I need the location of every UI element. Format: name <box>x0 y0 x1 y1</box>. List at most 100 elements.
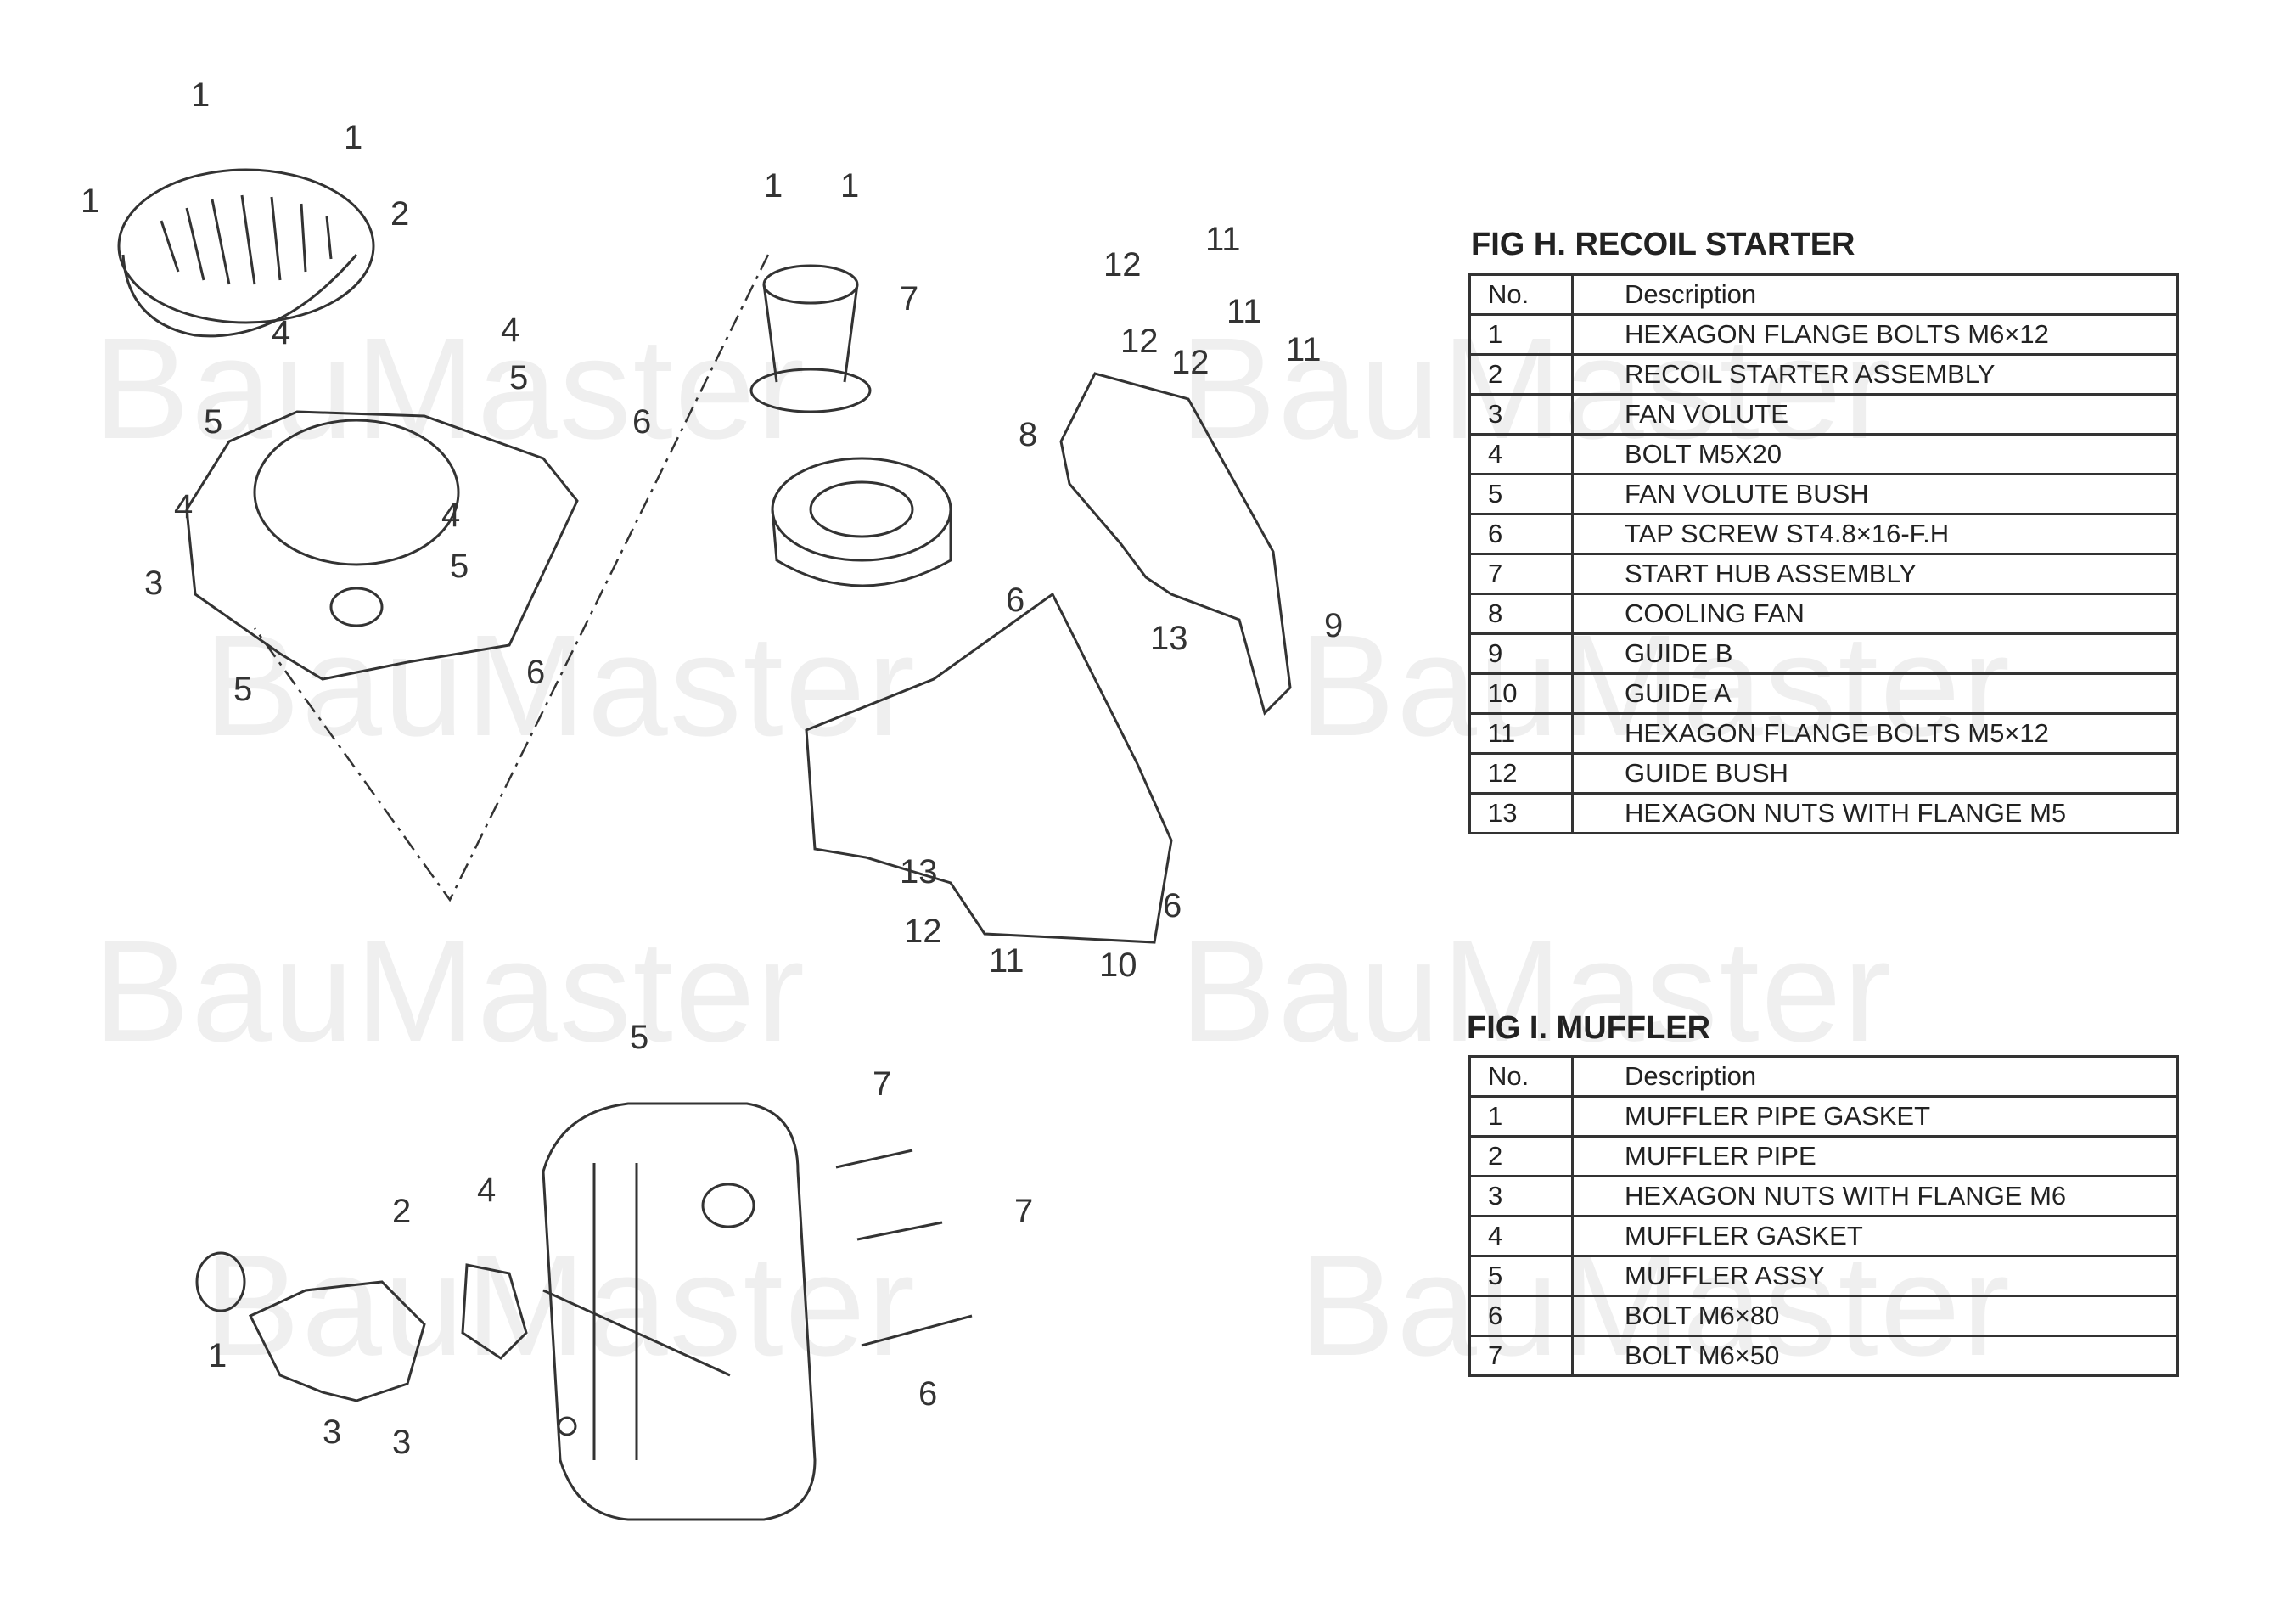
callout-label: 5 <box>204 403 222 441</box>
part-description: FAN VOLUTE <box>1571 393 2179 436</box>
part-description: MUFFLER GASKET <box>1571 1215 2179 1257</box>
part-description: HEXAGON FLANGE BOLTS M6×12 <box>1571 313 2179 356</box>
part-description: BOLT M6×50 <box>1571 1335 2179 1377</box>
callout-label: 5 <box>233 671 252 708</box>
muffler-assy <box>542 1102 817 1521</box>
part-description: MUFFLER ASSY <box>1571 1255 2179 1297</box>
callout-label: 3 <box>392 1424 411 1461</box>
guide-b <box>1059 372 1292 716</box>
callout-label: 2 <box>392 1193 411 1230</box>
callout-label: 5 <box>450 548 469 585</box>
part-number: 5 <box>1468 1255 1574 1297</box>
callout-label: 11 <box>1286 331 1322 368</box>
part-number: 3 <box>1468 1175 1574 1217</box>
header-description: Description <box>1571 1055 2179 1098</box>
callout-label: 1 <box>81 183 99 220</box>
watermark: BauMaster <box>1180 911 1894 1072</box>
callout-label: 5 <box>509 359 528 396</box>
callout-label: 4 <box>174 488 193 525</box>
callout-label: 11 <box>989 942 1024 980</box>
header-no: No. <box>1468 1055 1574 1098</box>
callout-label: 6 <box>632 403 651 441</box>
part-number: 11 <box>1468 712 1574 755</box>
callout-label: 7 <box>900 280 918 317</box>
part-description: MUFFLER PIPE GASKET <box>1571 1095 2179 1138</box>
callout-label: 1 <box>344 119 362 156</box>
part-number: 5 <box>1468 473 1574 515</box>
callout-label: 10 <box>1099 947 1137 984</box>
part-description: HEXAGON NUTS WITH FLANGE M6 <box>1571 1175 2179 1217</box>
callout-label: 13 <box>1150 620 1188 657</box>
watermark: BauMaster <box>93 911 807 1072</box>
part-description: FAN VOLUTE BUSH <box>1571 473 2179 515</box>
part-number: 4 <box>1468 433 1574 475</box>
callout-label: 6 <box>526 654 545 691</box>
fig-i-title: FIG I. MUFFLER <box>1467 1010 1711 1046</box>
part-number: 2 <box>1468 1135 1574 1177</box>
callout-label: 12 <box>1103 246 1142 284</box>
part-description: GUIDE A <box>1571 672 2179 715</box>
callout-label: 4 <box>477 1172 496 1209</box>
part-number: 9 <box>1468 632 1574 675</box>
part-description: MUFFLER PIPE <box>1571 1135 2179 1177</box>
part-number: 13 <box>1468 792 1574 834</box>
part-number: 4 <box>1468 1215 1574 1257</box>
muffler-pipe-gasket <box>195 1251 246 1312</box>
callout-label: 12 <box>904 913 942 950</box>
bolt-m6x50 <box>856 1221 943 1241</box>
callout-label: 11 <box>1205 221 1241 258</box>
callout-label: 12 <box>1171 344 1210 381</box>
recoil-starter-assembly <box>117 168 375 338</box>
muffler-pipe <box>248 1280 426 1402</box>
callout-label: 8 <box>1019 416 1037 453</box>
part-description: TAP SCREW ST4.8×16-F.H <box>1571 513 2179 555</box>
callout-label: 7 <box>873 1065 891 1103</box>
part-description: GUIDE BUSH <box>1571 752 2179 795</box>
callout-label: 11 <box>1227 293 1262 330</box>
callout-label: 4 <box>501 312 519 349</box>
part-description: BOLT M6×80 <box>1571 1295 2179 1337</box>
part-description: BOLT M5X20 <box>1571 433 2179 475</box>
header-description: Description <box>1571 273 2179 316</box>
part-number: 10 <box>1468 672 1574 715</box>
guide-a <box>805 592 1173 944</box>
callout-label: 1 <box>208 1337 227 1374</box>
part-number: 3 <box>1468 393 1574 436</box>
start-hub-assembly <box>749 264 872 413</box>
part-number: 7 <box>1468 553 1574 595</box>
callout-label: 1 <box>764 167 783 205</box>
callout-label: 6 <box>1163 887 1182 924</box>
part-description: GUIDE B <box>1571 632 2179 675</box>
fig-h-title: FIG H. RECOIL STARTER <box>1471 227 1855 262</box>
callout-label: 6 <box>918 1375 937 1413</box>
part-number: 7 <box>1468 1335 1574 1377</box>
callout-label: 12 <box>1120 323 1159 360</box>
callout-label: 13 <box>900 853 938 891</box>
fan-volute <box>185 410 579 681</box>
table-header: No. Description <box>1468 1055 2179 1098</box>
part-description: COOLING FAN <box>1571 593 2179 635</box>
callout-label: 9 <box>1324 607 1343 644</box>
part-description: HEXAGON FLANGE BOLTS M5×12 <box>1571 712 2179 755</box>
callout-label: 4 <box>441 497 460 534</box>
part-number: 2 <box>1468 353 1574 396</box>
watermark: BauMaster <box>204 605 918 767</box>
bolt-m6x80 <box>861 1314 973 1347</box>
